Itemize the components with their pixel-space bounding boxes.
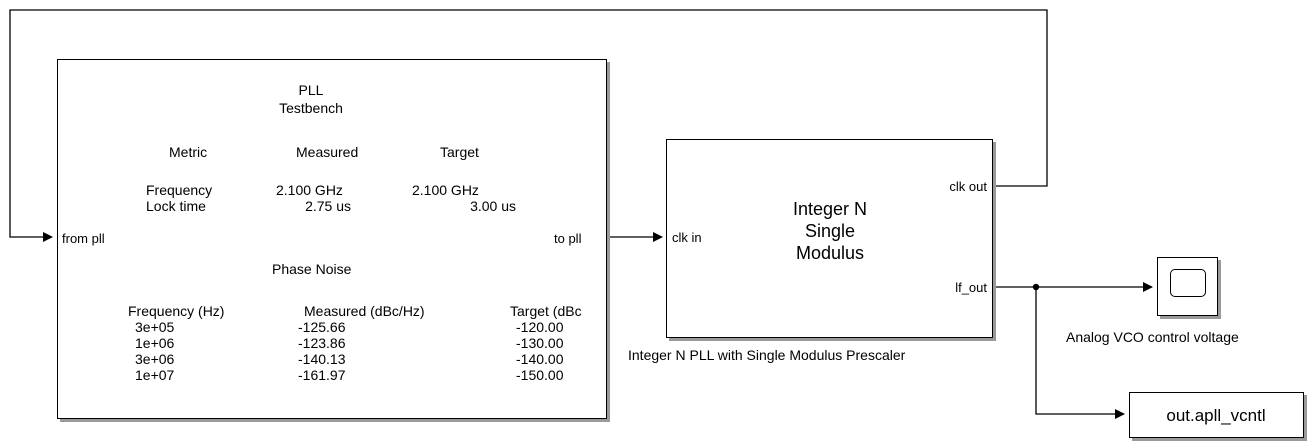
pn-col-frequency: Frequency (Hz) [128,303,225,319]
metric-lock-time: Lock time [146,198,206,214]
port-clk-in[interactable]: clk in [672,230,702,245]
to-workspace-block[interactable]: out.apll_vcntl [1129,392,1304,438]
pn-measured: -161.97 [298,367,346,383]
scope-screen-icon [1170,269,1206,297]
integer-n-pll-block[interactable]: Integer N Single Modulus clk in clk out … [666,139,993,338]
metric-frequency: Frequency [146,182,213,198]
port-to-pll[interactable]: to pll [554,231,582,246]
pll-label-line2: Single [804,221,856,241]
branch-wire [1035,287,1125,419]
measured-frequency: 2.100 GHz [276,182,343,198]
pn-freq: 1e+06 [135,335,175,351]
pll-label-line3: Modulus [795,243,865,263]
scope-caption: Analog VCO control voltage [1066,329,1239,345]
pn-measured: -140.13 [298,351,346,367]
pll-block-caption: Integer N PLL with Single Modulus Presca… [628,347,906,363]
testbench-title-line1: PLL [298,82,324,98]
pn-measured: -125.66 [298,319,346,335]
measured-lock-time: 2.75 us [305,198,351,214]
branch-point [1032,283,1040,291]
pn-target: -130.00 [516,335,564,351]
testbench-title-line2: Testbench [279,100,343,116]
pn-measured: -123.86 [298,335,346,351]
phase-noise-title: Phase Noise [272,261,352,277]
metric-header: Metric [169,144,208,160]
target-lock-time: 3.00 us [470,198,516,214]
pll-testbench-block[interactable]: PLL Testbench Metric Measured Target Fre… [57,59,607,419]
pn-target: -140.00 [516,351,564,367]
port-clk-out[interactable]: clk out [949,179,987,194]
feedback-wire [9,9,1048,242]
to-workspace-label: out.apll_vcntl [1166,406,1266,425]
target-frequency: 2.100 GHz [412,182,479,198]
pll-label-line1: Integer N [792,199,868,219]
pn-col-measured: Measured (dBc/Hz) [304,303,425,319]
target-header: Target [440,144,479,160]
pn-target: -150.00 [516,367,564,383]
pn-freq: 1e+07 [135,367,175,383]
measured-header: Measured [296,144,359,160]
pn-freq: 3e+06 [135,351,175,367]
pn-freq: 3e+05 [135,319,175,335]
port-from-pll[interactable]: from pll [62,231,105,246]
pn-col-target: Target (dBc [510,303,582,319]
pn-target: -120.00 [516,319,564,335]
port-lf-out[interactable]: lf_out [955,280,987,295]
scope-block[interactable] [1157,257,1218,316]
